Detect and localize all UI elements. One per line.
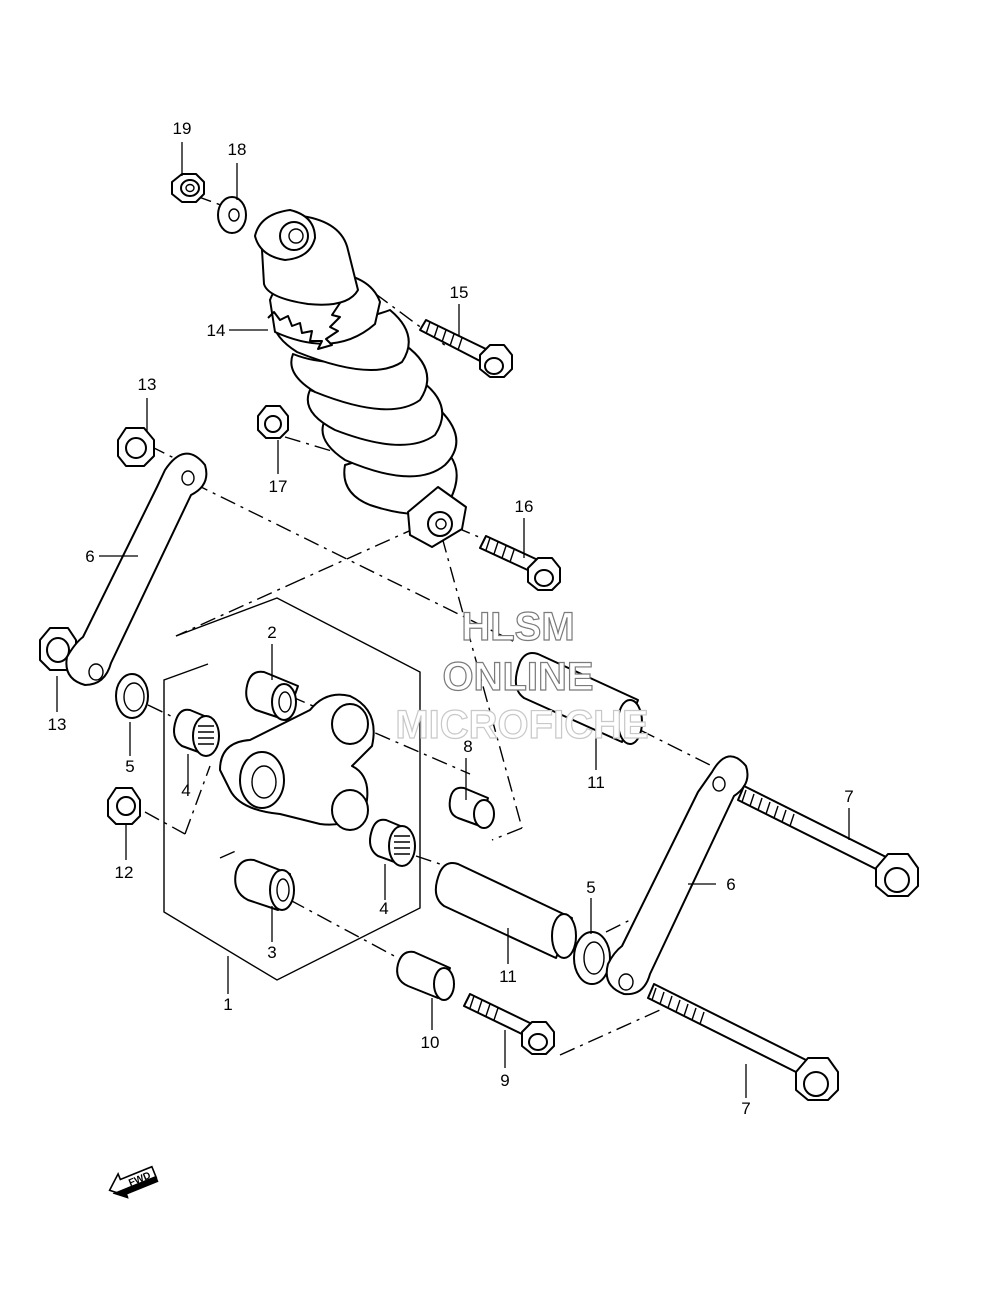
callout-6-right: 6 xyxy=(726,875,735,894)
callout-2: 2 xyxy=(267,623,276,642)
callout-9: 9 xyxy=(500,1071,509,1090)
part-1-rocker-arm xyxy=(219,693,375,831)
part-2-bearing xyxy=(245,670,299,721)
part-10-collar xyxy=(396,950,455,1001)
callout-13-upper: 13 xyxy=(138,375,157,394)
part-16-bolt xyxy=(419,319,513,378)
part-5-collar-left xyxy=(115,673,149,719)
callout-numbers: 19 18 14 15 13 17 6 16 13 2 5 4 8 11 12 … xyxy=(48,119,854,1118)
callout-7-lower: 7 xyxy=(741,1099,750,1118)
callout-8: 8 xyxy=(463,737,472,756)
callout-4-left: 4 xyxy=(181,781,190,800)
callout-17: 17 xyxy=(269,477,288,496)
part-3-bearing xyxy=(234,858,295,911)
watermark: HLSM ONLINE MICROFICHE xyxy=(395,604,650,747)
watermark-line-1: HLSM xyxy=(461,605,574,649)
callout-15: 16 xyxy=(515,497,534,516)
part-6-tie-rod-left xyxy=(65,452,208,686)
callout-19: 19 xyxy=(173,119,192,138)
callout-4-right: 4 xyxy=(379,899,388,918)
fwd-arrow-icon: FWD xyxy=(108,1165,159,1199)
part-19-nut xyxy=(171,173,205,203)
callout-leaders xyxy=(56,142,850,1098)
part-7-bolt-lower xyxy=(647,983,839,1101)
callout-11-lower: 11 xyxy=(499,967,517,986)
part-5-collar-right xyxy=(573,931,611,985)
part-12-nut xyxy=(107,787,141,825)
callout-6-left: 6 xyxy=(85,547,94,566)
callout-5-right: 5 xyxy=(586,878,595,897)
callout-12: 12 xyxy=(115,863,134,882)
part-13-nut-upper xyxy=(117,427,155,467)
part-11-spacer-lower xyxy=(434,862,577,959)
callout-10: 10 xyxy=(421,1033,440,1052)
part-6-tie-rod-right xyxy=(605,755,749,996)
callout-1: 1 xyxy=(223,995,232,1014)
part-15-bolt xyxy=(479,535,561,591)
callout-14: 14 xyxy=(207,321,226,340)
part-17-nut xyxy=(257,405,289,439)
callout-11-upper: 11 xyxy=(587,773,605,792)
watermark-line-2: ONLINE xyxy=(442,655,593,699)
part-8-collar xyxy=(448,786,495,829)
callout-7-upper: 7 xyxy=(844,787,853,806)
callout-5-left: 5 xyxy=(125,757,134,776)
part-4-bearing-left xyxy=(173,708,220,757)
callout-13-lower: 13 xyxy=(48,715,67,734)
part-9-bolt xyxy=(463,993,555,1055)
callout-16: 15 xyxy=(450,283,469,302)
callout-3: 3 xyxy=(267,943,276,962)
part-14-shock-absorber xyxy=(254,209,467,548)
watermark-line-3: MICROFICHE xyxy=(395,703,648,747)
assembly-outline xyxy=(163,597,421,981)
part-4-bearing-right xyxy=(369,818,416,867)
part-18-washer xyxy=(217,196,247,234)
part-11-spacer-upper xyxy=(514,652,643,745)
part-7-bolt-upper xyxy=(737,785,919,897)
callout-18: 18 xyxy=(228,140,247,159)
